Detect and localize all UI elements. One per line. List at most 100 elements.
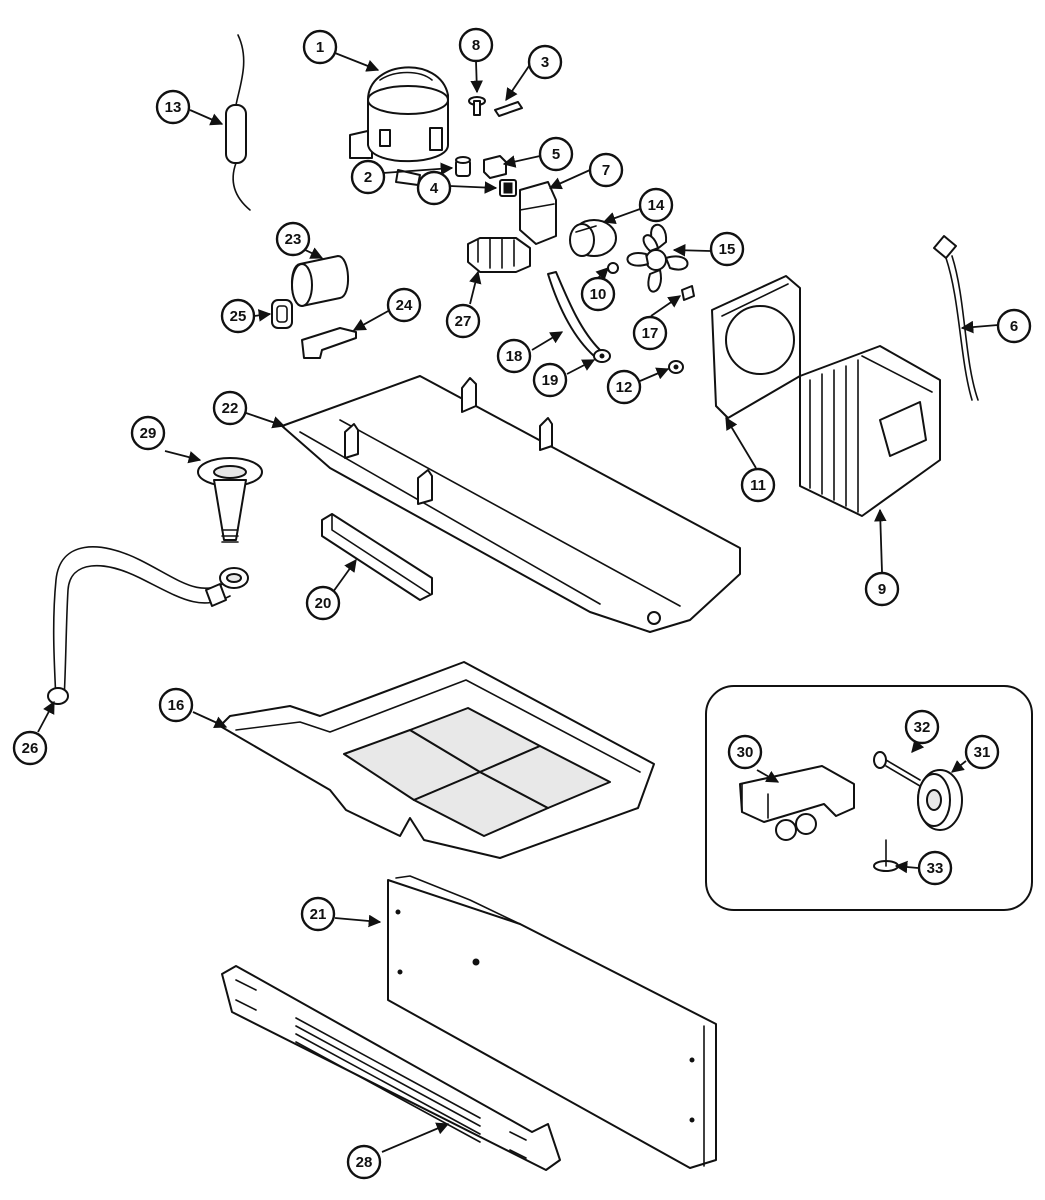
fan-shroud-part [711, 275, 801, 419]
svg-text:23: 23 [285, 231, 302, 248]
svg-text:12: 12 [616, 379, 633, 396]
power-cord-part [933, 235, 979, 401]
svg-text:24: 24 [396, 297, 413, 314]
relay-cover-part [519, 181, 557, 245]
svg-text:13: 13 [165, 99, 182, 116]
callout-23: 23 [275, 221, 311, 257]
svg-text:11: 11 [750, 477, 766, 494]
svg-text:14: 14 [648, 197, 665, 214]
callout-26: 26 [12, 730, 48, 766]
svg-text:19: 19 [542, 372, 559, 389]
svg-text:4: 4 [430, 180, 439, 197]
callout-2: 2 [350, 159, 386, 195]
callout-6: 6 [996, 308, 1032, 344]
access-panel-part [387, 875, 717, 1169]
callout-7: 7 [588, 152, 624, 188]
svg-text:33: 33 [927, 860, 944, 877]
callout-13: 13 [155, 89, 191, 125]
fan-clip-part [681, 285, 695, 301]
screw-part [468, 96, 486, 116]
condenser-part [799, 345, 941, 517]
grommet-part [455, 156, 471, 177]
svg-text:31: 31 [974, 744, 991, 761]
svg-text:10: 10 [590, 286, 607, 303]
callout-24: 24 [386, 287, 422, 323]
nut-part [607, 262, 619, 274]
clip-part [494, 101, 523, 117]
callout-11: 11 [740, 467, 776, 503]
svg-text:20: 20 [315, 595, 332, 612]
svg-text:27: 27 [455, 313, 472, 330]
fan-blade-part [626, 223, 689, 293]
svg-text:17: 17 [642, 325, 659, 342]
fan-motor-part [569, 219, 617, 257]
svg-text:21: 21 [310, 906, 327, 923]
callout-20: 20 [305, 585, 341, 621]
svg-text:25: 25 [230, 308, 247, 325]
bracket-part [467, 237, 531, 273]
svg-text:6: 6 [1010, 318, 1018, 335]
svg-text:30: 30 [737, 744, 754, 761]
callout-32: 32 [904, 709, 940, 745]
capacitor-boot-part [271, 299, 293, 329]
svg-text:9: 9 [878, 581, 886, 598]
drain-pan-part [219, 661, 655, 859]
callout-25: 25 [220, 298, 256, 334]
svg-text:32: 32 [914, 719, 931, 736]
callout-27: 27 [445, 303, 481, 339]
svg-text:26: 26 [22, 740, 39, 757]
svg-text:5: 5 [552, 146, 560, 163]
callout-29: 29 [130, 415, 166, 451]
svg-text:29: 29 [140, 425, 157, 442]
callout-30: 30 [727, 734, 763, 770]
callout-12: 12 [606, 369, 642, 405]
base-pan-part [281, 375, 741, 633]
callout-14: 14 [638, 187, 674, 223]
mounting-strap-part [301, 327, 357, 359]
axle-bolt-part [873, 751, 921, 787]
roller-wheel-part [917, 769, 963, 831]
svg-text:8: 8 [472, 37, 480, 54]
capacitor-part [290, 255, 350, 307]
callout-33: 33 [917, 850, 953, 886]
callout-10: 10 [580, 276, 616, 312]
svg-text:16: 16 [168, 697, 185, 714]
callout-9: 9 [864, 571, 900, 607]
svg-text:2: 2 [364, 169, 372, 186]
callout-28: 28 [346, 1144, 382, 1180]
svg-text:1: 1 [316, 39, 324, 56]
svg-text:22: 22 [222, 400, 239, 417]
svg-text:3: 3 [541, 54, 549, 71]
leader-lines [37, 52, 999, 1153]
svg-text:28: 28 [356, 1154, 373, 1171]
rubber-grommet-part [668, 360, 684, 374]
motor-grommet-part [593, 349, 611, 363]
channel-part [321, 513, 433, 601]
callout-19: 19 [532, 362, 568, 398]
svg-text:18: 18 [506, 348, 523, 365]
drain-tube-part [47, 546, 249, 705]
callout-4: 4 [416, 170, 452, 206]
callout-22: 22 [212, 390, 248, 426]
roller-kit-inset [705, 685, 1033, 911]
relay-part [499, 179, 517, 197]
callout-21: 21 [300, 896, 336, 932]
callout-5: 5 [538, 136, 574, 172]
callout-3: 3 [527, 44, 563, 80]
svg-text:15: 15 [719, 241, 736, 258]
callout-15: 15 [709, 231, 745, 267]
drain-funnel-part [197, 457, 263, 543]
callout-31: 31 [964, 734, 1000, 770]
callout-17: 17 [632, 315, 668, 351]
overload-part [483, 155, 507, 179]
toe-grille-part [221, 965, 561, 1171]
compressor-part [349, 66, 449, 186]
filter-drier-part [225, 34, 251, 211]
callout-18: 18 [496, 338, 532, 374]
callout-1: 1 [302, 29, 338, 65]
svg-text:7: 7 [602, 162, 610, 179]
callout-16: 16 [158, 687, 194, 723]
callout-8: 8 [458, 27, 494, 63]
